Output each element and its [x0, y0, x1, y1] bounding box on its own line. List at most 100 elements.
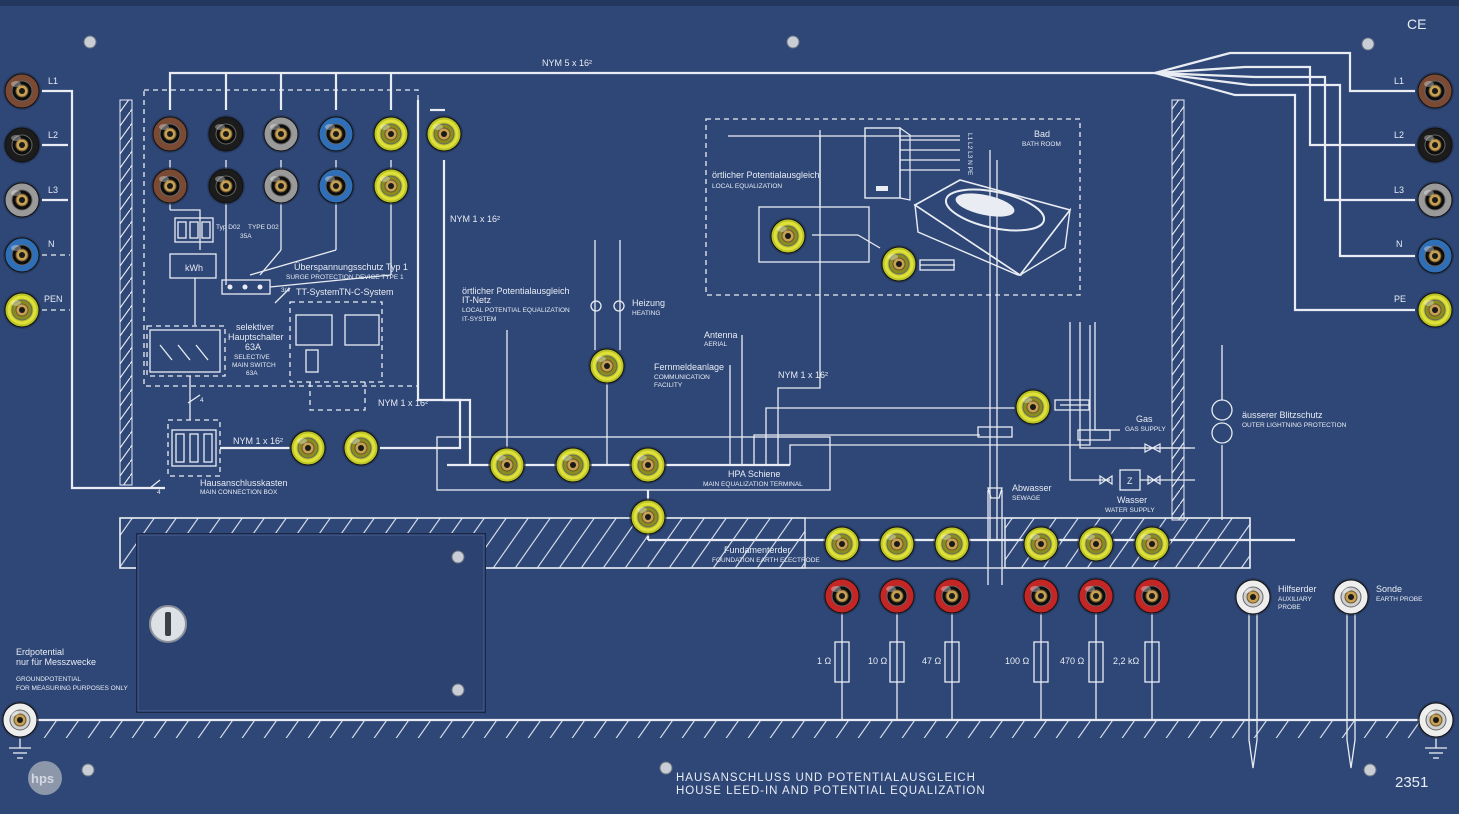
socket-box-l2-top[interactable] — [207, 115, 245, 153]
socket-foundation-5[interactable] — [1077, 525, 1115, 563]
socket-foundation-4[interactable] — [1022, 525, 1060, 563]
svg-text:IT-SYSTEM: IT-SYSTEM — [462, 316, 496, 323]
socket-left-n[interactable] — [3, 236, 41, 274]
socket-ground-right[interactable] — [1417, 701, 1455, 739]
svg-text:GAS SUPPLY: GAS SUPPLY — [1125, 426, 1166, 433]
svg-text:Gas: Gas — [1136, 414, 1153, 424]
socket-hak-2[interactable] — [342, 429, 380, 467]
svg-text:TT-System: TT-System — [296, 287, 340, 297]
title-en: HOUSE LEED-IN AND POTENTIAL EQUALIZATION — [676, 785, 986, 797]
svg-text:NYM 5 x 16²: NYM 5 x 16² — [542, 58, 592, 68]
socket-box-l1-top[interactable] — [151, 115, 189, 153]
socket-box-pe-top[interactable] — [372, 115, 410, 153]
socket-box-n-bottom[interactable] — [317, 167, 355, 205]
socket-box-l3-bottom[interactable] — [262, 167, 300, 205]
socket-left-l3[interactable] — [3, 181, 41, 219]
socket-box-pe-bottom[interactable] — [372, 167, 410, 205]
svg-text:3/4: 3/4 — [281, 287, 290, 294]
svg-text:IT-Netz: IT-Netz — [462, 295, 492, 305]
svg-text:GROUNDPOTENTIAL: GROUNDPOTENTIAL — [16, 676, 81, 683]
svg-text:äusserer Blitzschutz: äusserer Blitzschutz — [1242, 410, 1323, 420]
svg-text:Erdpotential: Erdpotential — [16, 647, 64, 657]
svg-text:nur für Messzwecke: nur für Messzwecke — [16, 657, 96, 667]
socket-hpa-it[interactable] — [488, 446, 526, 484]
socket-box-l2-bottom[interactable] — [207, 167, 245, 205]
resistor-label: 1 Ω — [817, 656, 832, 666]
socket-foundation-2[interactable] — [878, 525, 916, 563]
socket-r-470[interactable] — [1077, 577, 1115, 615]
svg-text:L3: L3 — [1394, 185, 1404, 195]
svg-text:kWh: kWh — [185, 263, 203, 273]
svg-text:HEATING: HEATING — [632, 310, 660, 317]
socket-r-100[interactable] — [1022, 577, 1060, 615]
socket-box-pe-out[interactable] — [425, 115, 463, 153]
hps-logo: hps — [28, 761, 62, 795]
socket-foundation-1[interactable] — [823, 525, 861, 563]
socket-foundation-6[interactable] — [1133, 525, 1171, 563]
socket-r-10[interactable] — [878, 577, 916, 615]
socket-left-l2[interactable] — [3, 126, 41, 164]
socket-r-1[interactable] — [823, 577, 861, 615]
socket-bath-local[interactable] — [769, 217, 807, 255]
svg-text:BATH ROOM: BATH ROOM — [1022, 141, 1061, 148]
socket-r-2k2[interactable] — [1133, 577, 1171, 615]
right-terminal-labels: L1 L2 L3 N PE — [1394, 76, 1406, 304]
svg-text:Hilfserder: Hilfserder — [1278, 584, 1317, 594]
socket-left-l1[interactable] — [3, 72, 41, 110]
socket-right-l1[interactable] — [1416, 72, 1454, 110]
socket-hpa-2[interactable] — [554, 446, 592, 484]
hak-fuses — [171, 429, 217, 467]
socket-hak-1[interactable] — [289, 429, 327, 467]
socket-layer[interactable] — [1, 72, 1455, 739]
svg-text:PE: PE — [1394, 294, 1406, 304]
svg-text:LOCAL EQUALIZATION: LOCAL EQUALIZATION — [712, 183, 782, 190]
svg-text:NYM 1 x 16²: NYM 1 x 16² — [233, 436, 283, 446]
socket-foundation-link[interactable] — [629, 498, 667, 536]
fuse-symbols — [174, 217, 214, 243]
socket-hpa-3[interactable] — [629, 446, 667, 484]
water-meter — [1119, 469, 1141, 491]
svg-text:LOCAL POTENTIAL EQUALIZATION: LOCAL POTENTIAL EQUALIZATION — [462, 307, 570, 314]
socket-ground-left[interactable] — [1, 701, 39, 739]
socket-bathtub[interactable] — [880, 245, 918, 283]
socket-right-l3[interactable] — [1416, 181, 1454, 219]
svg-text:L2: L2 — [1394, 130, 1404, 140]
svg-text:AUXILIARY: AUXILIARY — [1278, 596, 1313, 603]
socket-aux-probe[interactable] — [1234, 578, 1272, 616]
svg-text:Bad: Bad — [1034, 129, 1050, 139]
socket-earth-probe[interactable] — [1332, 578, 1370, 616]
socket-box-n-top[interactable] — [317, 115, 355, 153]
svg-text:SURGE PROTECTION DEVICE TYPE 1: SURGE PROTECTION DEVICE TYPE 1 — [286, 274, 404, 281]
fuse-cover-plate[interactable] — [136, 533, 486, 713]
svg-text:NYM 1 x 16²: NYM 1 x 16² — [378, 398, 428, 408]
socket-heating[interactable] — [588, 347, 626, 385]
spd-block — [221, 279, 271, 295]
socket-right-l2[interactable] — [1416, 126, 1454, 164]
svg-text:L1 L2 L3 N PE: L1 L2 L3 N PE — [966, 133, 973, 176]
svg-text:4: 4 — [157, 489, 161, 496]
svg-text:OUTER LIGHTNING PROTECTION: OUTER LIGHTNING PROTECTION — [1242, 422, 1347, 429]
left-terminal-labels: L1 L2 L3 N PEN — [44, 76, 63, 304]
socket-left-pen[interactable] — [3, 291, 41, 329]
svg-text:Z: Z — [1127, 476, 1133, 486]
svg-text:PEN: PEN — [44, 294, 63, 304]
svg-text:N: N — [1396, 239, 1403, 249]
socket-gas[interactable] — [1014, 388, 1052, 426]
svg-text:Wasser: Wasser — [1117, 495, 1147, 505]
svg-text:Sonde: Sonde — [1376, 584, 1402, 594]
socket-right-n[interactable] — [1416, 237, 1454, 275]
svg-text:FOR MEASURING PURPOSES ONLY: FOR MEASURING PURPOSES ONLY — [16, 685, 129, 692]
socket-right-pe[interactable] — [1416, 291, 1454, 329]
resistor-label: 470 Ω — [1060, 656, 1085, 666]
svg-text:örtlicher Potentialausgleich: örtlicher Potentialausgleich — [462, 286, 570, 296]
svg-text:Heizung: Heizung — [632, 298, 665, 308]
socket-box-l3-top[interactable] — [262, 115, 300, 153]
svg-text:35A: 35A — [240, 233, 252, 240]
svg-text:FACILITY: FACILITY — [654, 382, 683, 389]
socket-foundation-3[interactable] — [933, 525, 971, 563]
socket-r-47[interactable] — [933, 577, 971, 615]
socket-box-l1-bottom[interactable] — [151, 167, 189, 205]
resistor-label: 2,2 kΩ — [1113, 656, 1140, 666]
svg-text:EARTH PROBE: EARTH PROBE — [1376, 596, 1423, 603]
